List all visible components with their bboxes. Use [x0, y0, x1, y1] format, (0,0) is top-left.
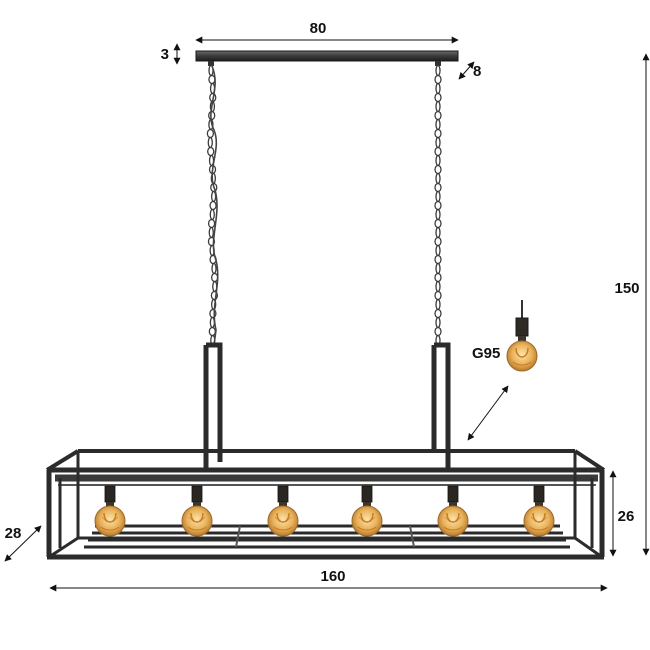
bulb [267, 485, 299, 537]
dimension-canopy-height: 3 [161, 46, 169, 63]
chain-link [435, 190, 441, 203]
chain-link [434, 236, 442, 247]
chain-link [435, 82, 441, 95]
chain-link [210, 272, 219, 283]
dimension-line-canopy-depth [458, 61, 475, 80]
chain-link [209, 208, 215, 221]
dimension-canopy-depth: 8 [473, 63, 481, 80]
chain-link [209, 200, 217, 211]
bulb-row [94, 485, 555, 537]
bulb-callout-arrow [467, 385, 509, 441]
bulb [94, 485, 126, 537]
chain-link [434, 200, 442, 211]
chain-link [434, 326, 442, 337]
chain-link [435, 118, 441, 131]
chain-link [434, 308, 442, 319]
chain-link [434, 290, 442, 301]
dimension-line-frame-depth [4, 525, 42, 562]
chain-link [434, 74, 442, 85]
chain-left [206, 64, 219, 347]
chain-link [435, 172, 441, 185]
chain-link [435, 262, 441, 275]
bulb-type-label: G95 [472, 345, 500, 362]
chain-link [211, 262, 217, 275]
chain-right [434, 64, 442, 347]
chain-link [208, 326, 216, 337]
chain-link [435, 64, 441, 77]
dimension-frame-width: 160 [320, 568, 345, 585]
chain-link [435, 136, 441, 149]
sample-bulb-g95 [506, 300, 538, 372]
chain-link [206, 128, 215, 139]
chain-link [435, 100, 441, 113]
chain-link [434, 164, 442, 175]
chain-link [208, 226, 214, 239]
bulb [437, 485, 469, 537]
hanger-brackets [203, 342, 451, 472]
bulb [351, 485, 383, 537]
chain-link [207, 218, 216, 229]
chain-link [207, 136, 213, 149]
chain-link [435, 280, 441, 293]
dimension-frame-height: 26 [618, 508, 635, 525]
chain-link [434, 146, 442, 157]
chain-link [435, 154, 441, 167]
chain-link [434, 92, 442, 103]
chain-link [434, 110, 442, 121]
chain-link [435, 208, 441, 221]
dimension-frame-depth: 28 [5, 525, 22, 542]
power-cord [210, 65, 219, 346]
chain-link [435, 244, 441, 257]
chain-link [434, 128, 442, 139]
suspension-chains [206, 64, 442, 347]
rectangular-frame [45, 449, 606, 560]
dimension-total-height: 150 [614, 280, 639, 297]
chain-link [207, 146, 215, 157]
chain-link [435, 316, 441, 329]
chain-link [435, 226, 441, 239]
bulb [181, 485, 213, 537]
chain-link [434, 254, 442, 265]
dimension-canopy-width: 80 [310, 20, 327, 37]
chain-link [435, 298, 441, 311]
chain-link [434, 218, 442, 229]
bulb [523, 485, 555, 537]
ceiling-canopy [195, 50, 459, 66]
chain-link [434, 182, 442, 193]
chain-link [434, 272, 442, 283]
